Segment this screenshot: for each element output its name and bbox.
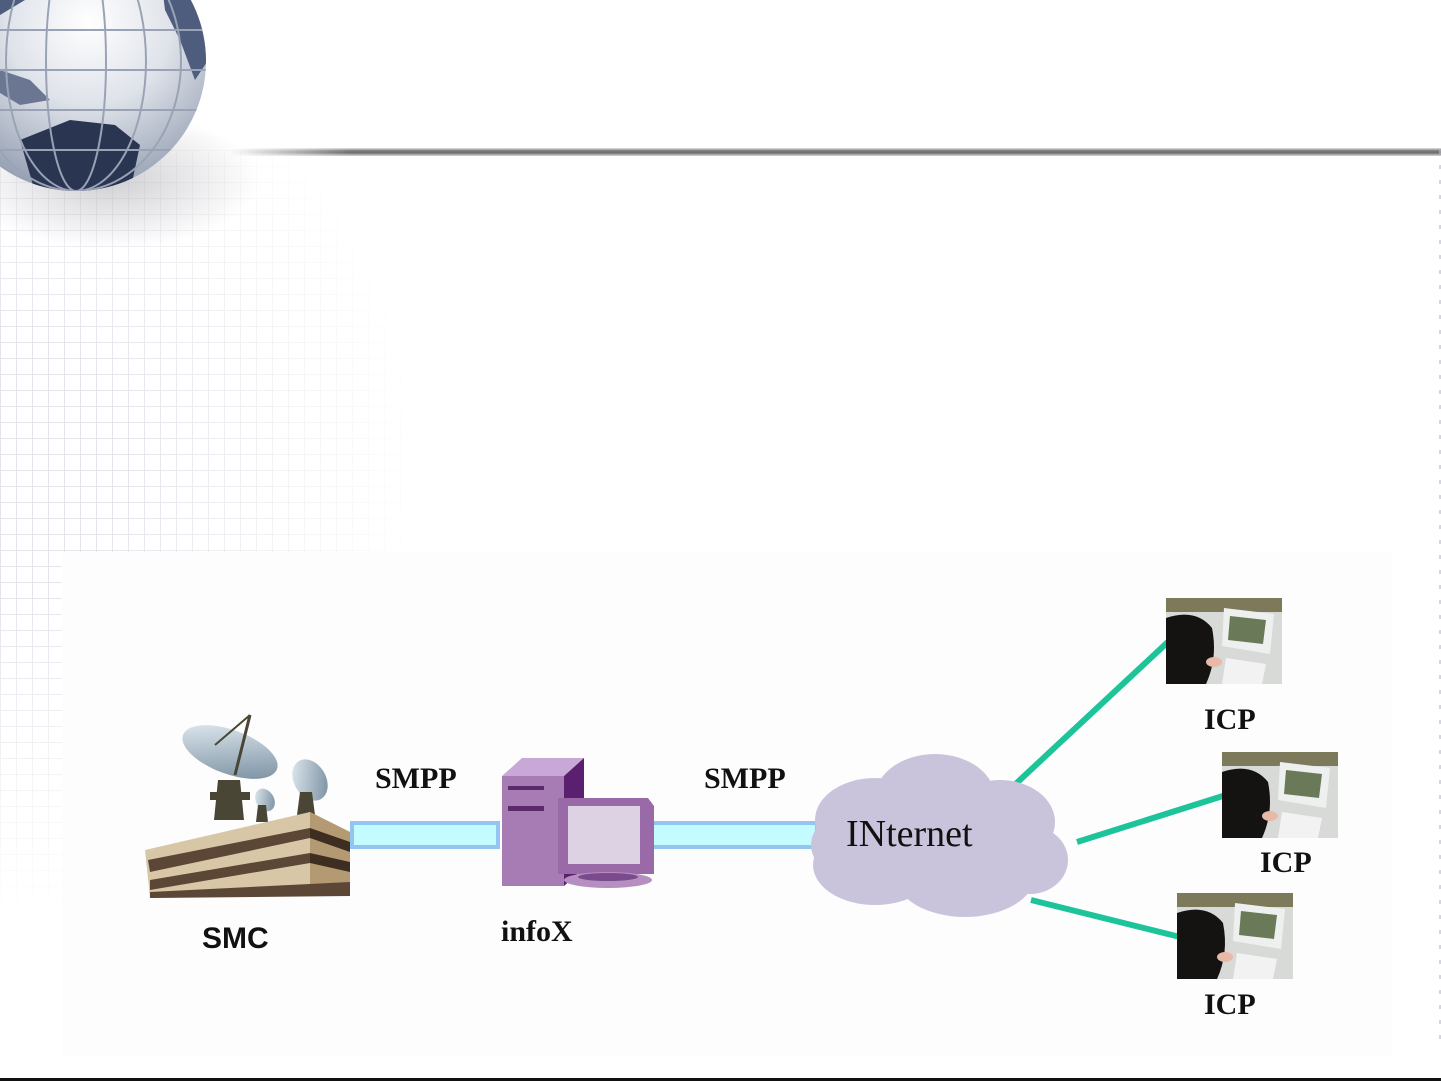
globe-icon [0,0,206,191]
link-internet-icp-1 [1004,637,1173,795]
icp-label-3: ICP [1204,988,1256,1021]
icp-image-1 [1166,598,1282,684]
smc-label: SMC [202,922,269,955]
smpp-pipe-smc-infox [350,821,500,849]
footer-rule [0,1078,1441,1081]
icp-label-2: ICP [1260,846,1312,879]
satellite-station-icon [145,714,350,898]
icp-image-2 [1222,752,1338,838]
icp-label-1: ICP [1204,703,1256,736]
link-internet-icp-2 [1076,792,1227,845]
slide-edge-marker [1439,150,1441,1050]
user-at-computer-icon [1166,598,1282,684]
user-at-computer-icon [1177,893,1293,979]
server-computer-icon [502,758,654,888]
infox-label: infoX [501,915,573,948]
internet-label: INternet [846,813,973,855]
cloud-icon [811,754,1068,917]
smpp-label-2: SMPP [704,762,786,795]
user-at-computer-icon [1222,752,1338,838]
smpp-pipe-infox-internet [643,821,819,849]
smpp-label-1: SMPP [375,762,457,795]
header-rule [230,148,1441,156]
link-internet-icp-3 [1030,897,1181,940]
icp-image-3 [1177,893,1293,979]
